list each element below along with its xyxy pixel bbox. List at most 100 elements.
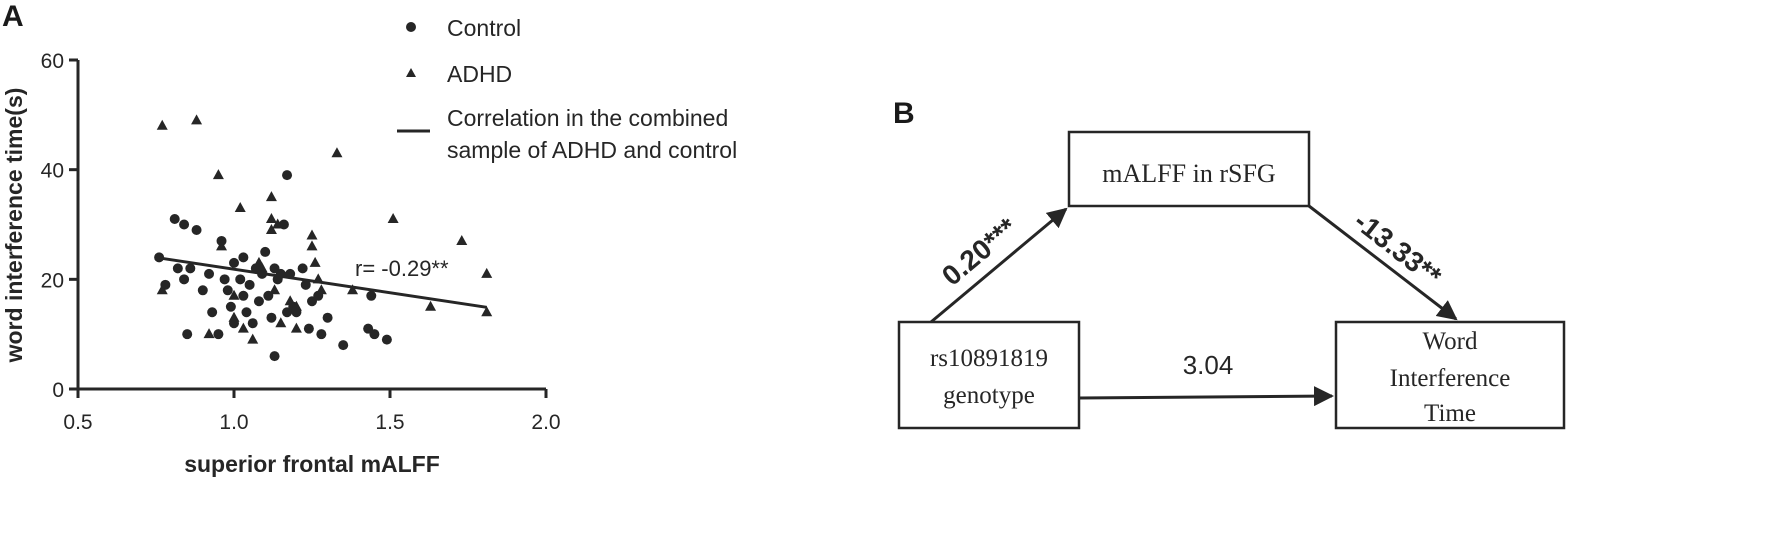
adhd-point xyxy=(265,213,277,224)
control-point xyxy=(297,263,308,274)
adhd-point xyxy=(315,284,327,295)
control-point xyxy=(275,268,286,279)
control-point xyxy=(182,329,193,340)
y-tick-label: 20 xyxy=(41,269,64,292)
control-point xyxy=(229,257,239,268)
control-point xyxy=(179,219,190,230)
x-axis-label: superior frontal mALFF xyxy=(184,451,440,477)
control-point xyxy=(369,329,380,340)
adhd-point xyxy=(309,256,321,267)
adhd-point xyxy=(216,240,228,251)
predictor-label-1: rs10891819 xyxy=(930,345,1048,372)
control-point xyxy=(253,296,264,307)
path-a-arrow xyxy=(930,207,1068,324)
control-point xyxy=(235,274,246,285)
control-point xyxy=(191,224,202,235)
control-point xyxy=(282,170,293,181)
control-point xyxy=(238,252,249,263)
control-point xyxy=(269,351,280,362)
adhd-point xyxy=(284,295,296,306)
control-point xyxy=(260,246,271,257)
outcome-box xyxy=(1334,320,1566,430)
outcome-label-3: Time xyxy=(1424,400,1476,427)
control-point xyxy=(238,290,249,301)
control-point xyxy=(225,301,236,312)
control-point xyxy=(241,307,252,318)
control-point xyxy=(338,340,349,351)
x-tick-label: 1.0 xyxy=(219,411,248,434)
adhd-point xyxy=(425,300,437,311)
adhd-point xyxy=(228,311,240,322)
adhd-point xyxy=(156,284,168,295)
adhd-point xyxy=(191,114,203,125)
control-point xyxy=(219,274,230,285)
adhd-point xyxy=(456,234,468,245)
control-point xyxy=(207,307,218,318)
legend-control-label: Control xyxy=(447,15,521,41)
control-point xyxy=(185,263,196,274)
correlation-annotation: r= -0.29** xyxy=(355,256,449,281)
path-c-prime-arrow xyxy=(1078,386,1334,407)
adhd-point xyxy=(265,191,277,202)
adhd-point xyxy=(290,322,302,333)
control-point xyxy=(322,312,333,323)
adhd-point xyxy=(275,317,287,328)
control-point xyxy=(285,268,296,279)
predictor-box xyxy=(897,320,1081,430)
path-c-prime-coefficient: 3.04 xyxy=(1183,350,1234,380)
adhd-point xyxy=(212,169,224,180)
adhd-point xyxy=(203,328,215,339)
control-point xyxy=(204,268,215,279)
x-tick-label: 2.0 xyxy=(531,411,560,434)
adhd-point xyxy=(306,240,318,251)
adhd-point xyxy=(269,284,281,295)
mediation-diagram: mALFF in rSFG rs10891819 genotype Word I… xyxy=(897,130,1566,430)
y-axis-label: word interference time(s) xyxy=(1,88,27,364)
control-point xyxy=(172,263,183,274)
control-point xyxy=(316,329,327,340)
predictor-label-2: genotype xyxy=(943,382,1035,409)
adhd-point xyxy=(156,119,168,130)
adhd-point xyxy=(228,289,240,300)
control-point xyxy=(169,214,180,225)
legend-adhd-marker xyxy=(406,68,416,77)
adhd-point xyxy=(331,147,343,158)
y-tick-label: 60 xyxy=(41,50,64,73)
control-point xyxy=(213,329,224,340)
x-tick-label: 1.5 xyxy=(375,411,404,434)
adhd-point xyxy=(387,213,399,224)
control-point xyxy=(247,318,258,329)
control-point xyxy=(154,252,165,263)
control-point xyxy=(222,285,233,296)
adhd-point xyxy=(481,306,493,317)
control-point xyxy=(300,279,311,290)
points-layer xyxy=(154,114,493,362)
mediator-label: mALFF in rSFG xyxy=(1102,159,1275,188)
adhd-point xyxy=(306,229,318,240)
legend: Control ADHD Correlation in the combined… xyxy=(397,15,737,163)
adhd-point xyxy=(481,267,493,278)
legend-adhd-label: ADHD xyxy=(447,61,512,87)
adhd-point xyxy=(312,273,324,284)
control-point xyxy=(197,285,208,296)
control-point xyxy=(244,279,255,290)
path-b-arrow xyxy=(1308,204,1458,321)
panel-b-label: B xyxy=(893,97,915,130)
control-point xyxy=(381,334,392,345)
adhd-point xyxy=(247,333,259,344)
legend-line-label-1: Correlation in the combined xyxy=(447,105,728,131)
y-tick-label: 0 xyxy=(52,379,64,402)
outcome-label-2: Interference xyxy=(1390,365,1511,392)
adhd-point xyxy=(265,223,277,234)
outcome-label-1: Word xyxy=(1423,328,1478,355)
panel-a-label: A xyxy=(2,0,24,33)
adhd-point xyxy=(272,218,284,229)
legend-line-label-2: sample of ADHD and control xyxy=(447,137,737,163)
control-point xyxy=(303,323,314,334)
mediator-box xyxy=(1067,130,1311,208)
x-tick-label: 0.5 xyxy=(63,411,92,434)
